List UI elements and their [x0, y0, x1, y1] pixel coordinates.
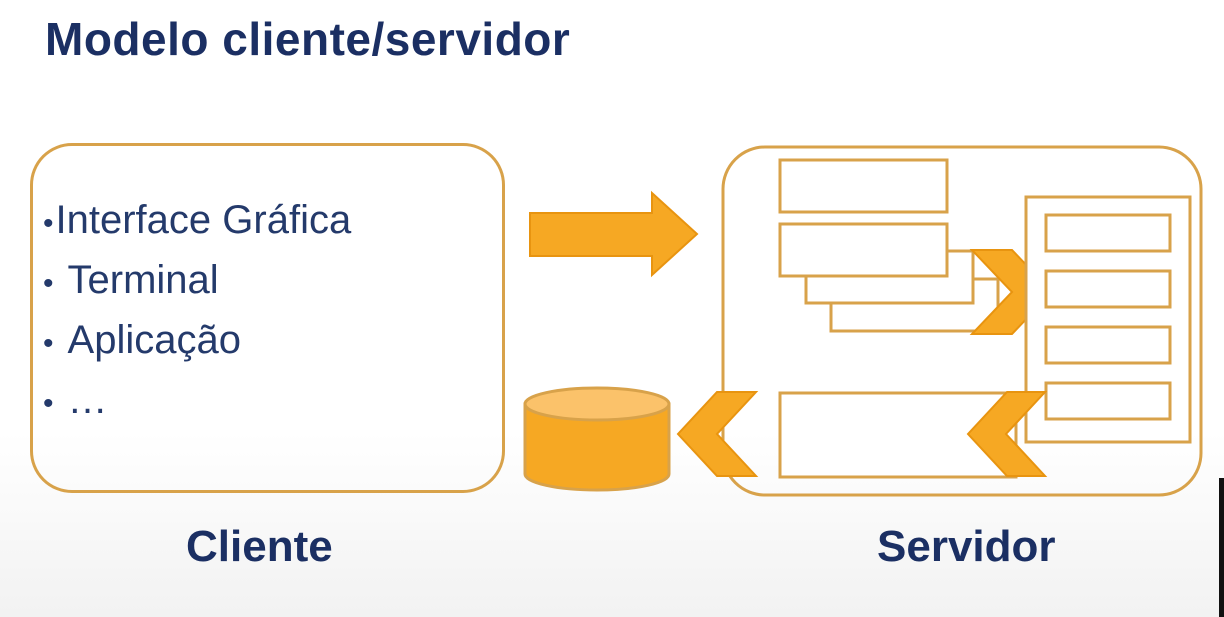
request-arrow-icon — [529, 190, 699, 278]
client-list-item: •… — [43, 370, 351, 430]
client-list-item: • Terminal — [43, 250, 351, 310]
client-list: •Interface Gráfica •Terminal •Aplicação … — [43, 190, 351, 430]
service-slot — [1044, 269, 1172, 309]
response-chevron-icon — [966, 391, 1048, 477]
client-box: •Interface Gráfica •Terminal •Aplicação … — [30, 143, 505, 493]
service-slot — [1044, 381, 1172, 421]
server-caption: Servidor — [877, 522, 1056, 571]
client-caption: Cliente — [186, 522, 333, 571]
client-list-item: • Aplicação — [43, 310, 351, 370]
slide-title: Modelo cliente/servidor — [45, 13, 571, 65]
server-box — [721, 145, 1203, 497]
response-chevron-icon — [676, 391, 759, 477]
bullet-icon: • — [43, 387, 54, 420]
client-item-label: Interface Gráfica — [55, 198, 352, 242]
client-item-label: Aplicação — [67, 318, 241, 362]
client-item-label: … — [67, 378, 108, 422]
service-slot — [1044, 213, 1172, 253]
client-item-label: Terminal — [67, 258, 219, 302]
bullet-icon: • — [43, 327, 54, 360]
bullet-icon: • — [43, 207, 54, 240]
service-slot — [1044, 325, 1172, 365]
edge-bar — [1219, 478, 1224, 617]
database-icon — [523, 386, 671, 492]
bullet-icon: • — [43, 267, 54, 300]
client-list-item: •Interface Gráfica — [43, 190, 351, 250]
server-stack-card — [778, 222, 949, 278]
server-top-card — [778, 158, 949, 214]
